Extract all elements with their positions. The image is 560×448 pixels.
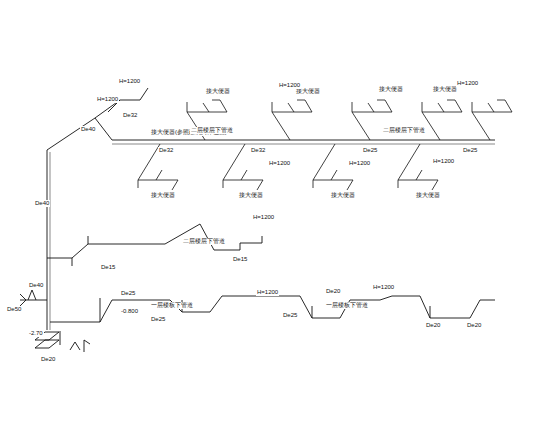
fixture-branch <box>398 144 438 190</box>
pipe-note: H=1200 <box>256 289 279 296</box>
pipe-note: De25 <box>462 147 478 154</box>
pipe-note: 接大便器 <box>150 192 176 199</box>
pipe-note: 接大便器 <box>295 88 321 95</box>
pipe-note: De40 <box>34 200 50 207</box>
pipe-note: 接大便器 <box>330 192 356 199</box>
pipe-note: H=1200 <box>432 158 455 165</box>
pipe-note: De40 <box>80 126 96 133</box>
pipe-note: De20 <box>425 322 441 329</box>
pipe-note: De20 <box>325 288 341 295</box>
pipe-note: H=1200 <box>118 78 141 85</box>
pipe-note: De15 <box>232 256 248 263</box>
pipe-note: De50 <box>6 306 22 313</box>
pipe-note: 接大便器 <box>238 192 264 199</box>
main-pipe <box>47 118 495 330</box>
branch-pipe <box>20 296 495 322</box>
pipe-note: 接大便器 <box>432 86 458 93</box>
pipe-note: 接大便器 <box>205 88 231 95</box>
pipe-note: H=1200 <box>372 284 395 291</box>
pipe-note: 二层楼层下管道 <box>382 127 426 134</box>
pipe-note: 二层楼层下管道 <box>182 238 226 245</box>
pipe-note: 接大便器 <box>378 86 404 93</box>
pipe-note: De20 <box>40 356 56 363</box>
fixture-branch <box>352 100 392 140</box>
pipe-note: H=1200 <box>348 160 371 167</box>
pipe-note: De32 <box>250 147 266 154</box>
pipe-note: 接大便器 <box>415 192 441 199</box>
pipe-note: H=1200 <box>456 80 479 87</box>
pipe-note: H=1200 <box>278 82 301 89</box>
pipe-note: 二层楼层下管道 <box>190 127 234 134</box>
pipe-size-label: -0.800 <box>120 308 139 315</box>
pipe-note: De25 <box>150 316 166 323</box>
pipe-note: 一层楼板下管道 <box>325 302 369 309</box>
fixture-branch <box>138 144 178 190</box>
pipe-note: H=1200 <box>252 214 275 221</box>
fixture-branch <box>272 100 312 140</box>
pipe-note: De15 <box>100 264 116 271</box>
pipe-note: De25 <box>362 147 378 154</box>
pipe-note: De32 <box>122 112 138 119</box>
fixture-branch <box>313 144 353 190</box>
pipe-note: De40 <box>28 282 44 289</box>
pipe-note: De25 <box>282 312 298 319</box>
fixture-branch <box>472 100 512 140</box>
fixture-branch <box>422 100 462 140</box>
pipe-note: De25 <box>120 290 136 297</box>
pipe-note: De32 <box>158 147 174 154</box>
branch-pipe <box>47 224 262 258</box>
pipe-size-label: -2.70 <box>28 330 44 337</box>
pipe-note: H=1200 <box>96 96 119 103</box>
pipe-note: H=1200 <box>268 160 291 167</box>
pipe-note: 一层楼板下管道 <box>150 302 194 309</box>
pipe-note: De20 <box>466 322 482 329</box>
